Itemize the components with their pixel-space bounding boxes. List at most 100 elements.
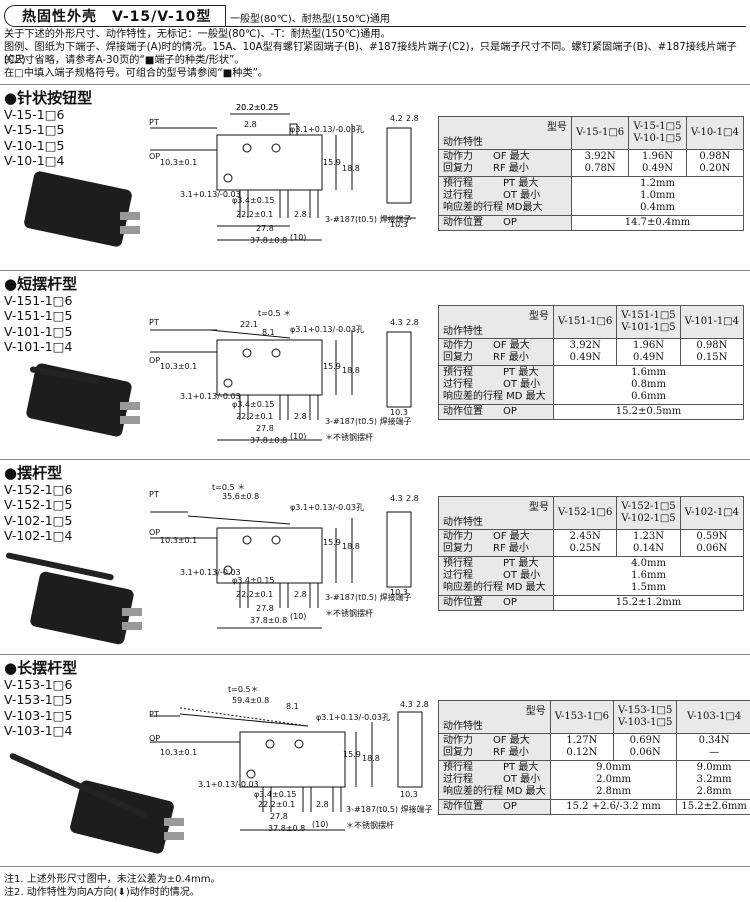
dim-label: 2.8 (244, 120, 257, 129)
section-divider (0, 459, 750, 460)
intro-line-2: 图例、图纸为下端子、焊接端子(A)时的情况。15A、10A型有螺钉紧固端子(B)… (4, 42, 737, 67)
row-label: 动作位置 OP (438, 215, 572, 231)
dim-label: 4.3 (390, 318, 403, 327)
dim-label: PT (149, 118, 159, 127)
dim-label: 18.8 (342, 542, 360, 551)
dim-label: OP (149, 152, 161, 161)
dimension-drawing: t=0.5 ＊ 22.1 8.1 φ3.1+0.13/-0.03孔 PT OP … (140, 300, 440, 460)
dim-label: 15.9 (323, 538, 341, 547)
row-label: 预行程 PT 最大过行程 OT 最小响应差的行程 MD 最大 (437, 556, 555, 596)
page-title: 热固性外壳 V-15/V-10型 (22, 9, 212, 25)
model-item: V-102-1□4 (4, 528, 73, 544)
dim-label: 10.3 (400, 790, 418, 799)
row-label: 预行程 PT 最大过行程 OT 最小响应差的行程 MD 最大 (438, 760, 551, 800)
row-label: 动作位置 OP (438, 799, 551, 815)
table-cell: 0.59N 0.06N (679, 529, 745, 557)
hole-label: φ3.1+0.13/-0.03孔 (290, 125, 364, 134)
dim-label: (10) (290, 233, 307, 242)
terminal-image (164, 832, 184, 840)
dim-label: 22.2±0.1 (236, 210, 274, 219)
dim-label: 2.8 (294, 210, 307, 219)
switch-photo (29, 570, 135, 646)
dim-label: 10.3±0.1 (160, 158, 198, 167)
dim-label: 27.8 (270, 812, 288, 821)
dim-label: 37.8±0.8 (250, 616, 288, 625)
switch-photo (23, 170, 133, 248)
dim-label: 3.1+0.13/-0.03 (198, 780, 259, 789)
table-cell: 2.45N 0.25N (553, 529, 618, 557)
material-note: ＊不锈钢摆杆 (325, 609, 373, 618)
table-cell: 15.2 +2.6/-3.2 mm (549, 799, 678, 815)
table-cell: 1.96N 0.49N (616, 338, 681, 366)
section-divider (0, 84, 750, 85)
footnotes: 注1. 上述外形尺寸图中，未注公差为±0.4mm。 注2. 动作特性为向A方向(… (4, 873, 220, 899)
dim-label: 10.3 (390, 220, 408, 229)
terminal-note: 3-#187(t0.5) 焊接端子 (325, 215, 412, 224)
material-note: ＊不锈钢摆杆 (346, 821, 394, 830)
row-label: 动作力 OF 最大回复力 RF 最小 (437, 338, 555, 366)
dim-label: 20.2±0.25 (236, 103, 278, 112)
terminal-image (120, 226, 140, 234)
model-item: V-102-1□5 (4, 512, 73, 528)
col-header: V-151-1□6 (553, 305, 618, 339)
section-title: ●短摆杆型 (4, 275, 78, 293)
table-cell: 1.27N 0.12N (549, 733, 615, 761)
dim-label: 10.3±0.1 (160, 362, 198, 371)
model-item: V-101-1□4 (4, 339, 73, 355)
dim-label: 10.3±0.1 (160, 536, 198, 545)
dim-label: 27.8 (256, 604, 274, 613)
model-item: V-101-1□5 (4, 323, 73, 339)
page-subtitle: 一般型(80℃)、耐热型(150℃)通用 (230, 14, 390, 25)
dim-label: 27.8 (256, 424, 274, 433)
terminal-image (164, 818, 184, 826)
row-label: 预行程 PT 最大过行程 OT 最小响应差的行程 MD最大 (438, 176, 572, 216)
terminal-note: 3-#187(t0.5) 焊接端子 (325, 593, 412, 602)
table-cell: 0.69N 0.06N (613, 733, 678, 761)
dim-label: 10.3 (390, 588, 408, 597)
dim-label: PT (149, 710, 159, 719)
footnote: 注2. 动作特性为向A方向(⬇)动作时的情况。 (4, 887, 200, 898)
dim-label: φ3.4±0.15 (232, 576, 275, 585)
dim-label: 37.8±0.8 (250, 236, 288, 245)
row-label: 动作位置 OP (437, 595, 555, 611)
terminal-image (122, 608, 142, 616)
dim-label: t=0.5 ＊ (212, 483, 246, 492)
col-header: V-15-1□5 V-10-1□5 (628, 116, 687, 150)
dim-label: 2.8 (294, 590, 307, 599)
model-list: V-151-1□6 V-151-1□5 V-101-1□5 V-101-1□4 (4, 293, 72, 355)
dim-label: (10) (312, 820, 329, 829)
table-cell: 9.0mm 3.2mm 2.8mm (676, 760, 750, 800)
dim-label: 22.2±0.1 (236, 412, 274, 421)
dim-label: 8.1 (262, 328, 275, 337)
header-tab (4, 5, 226, 27)
dim-label: 15.9 (323, 362, 341, 371)
table-corner: 型号 动作特性 (437, 305, 555, 339)
dim-label: 22.2±0.1 (236, 590, 274, 599)
col-header: V-101-1□4 (679, 305, 745, 339)
table-cell: 9.0mm 2.0mm 2.8mm (549, 760, 678, 800)
dim-label: 59.4±0.8 (232, 696, 270, 705)
dim-label: 22.1 (240, 320, 258, 329)
table-cell: 0.98N 0.15N (679, 338, 745, 366)
table-cell: 1.96N 0.49N (628, 149, 687, 177)
dim-label: φ3.4±0.15 (232, 400, 275, 409)
dimension-drawing: t=0.5＊ 59.4±0.8 8.1 φ3.1+0.13/-0.03孔 PT … (140, 680, 440, 850)
table-cell: 14.7±0.4mm (571, 215, 744, 231)
dim-label: 37.8±0.8 (268, 824, 306, 833)
table-corner: 型号 动作特性 (438, 700, 551, 734)
intro-line-4: 在□中填入端子规格符号。可组合的型号请参阅“■种类”。 (4, 68, 269, 79)
table-corner: 型号 动作特性 (437, 496, 555, 530)
dim-label: 4.3 (390, 494, 403, 503)
section-title: ●摆杆型 (4, 464, 63, 482)
table-cell: 15.2±1.2mm (553, 595, 744, 611)
table-cell: 1.23N 0.14N (616, 529, 681, 557)
model-item: V-103-1□4 (4, 723, 73, 739)
dim-label: PT (149, 490, 159, 499)
terminal-note: 3-#187(t0.5) 焊接端子 (325, 417, 412, 426)
row-label: 预行程 PT 最大过行程 OT 最小响应差的行程 MD 最大 (437, 365, 555, 405)
dim-label: 8.1 (286, 702, 299, 711)
section-title: ●针状按钮型 (4, 89, 93, 107)
spec-table: 型号 动作特性 V-151-1□6 V-151-1□5 V-101-1□5 V-… (437, 305, 745, 420)
hole-label: φ3.1+0.13/-0.03孔 (316, 713, 390, 722)
dimension-drawing: 20.2±0.25 20.2±0.25 2.8 φ3.1+0.13/-0.03孔… (140, 100, 440, 272)
